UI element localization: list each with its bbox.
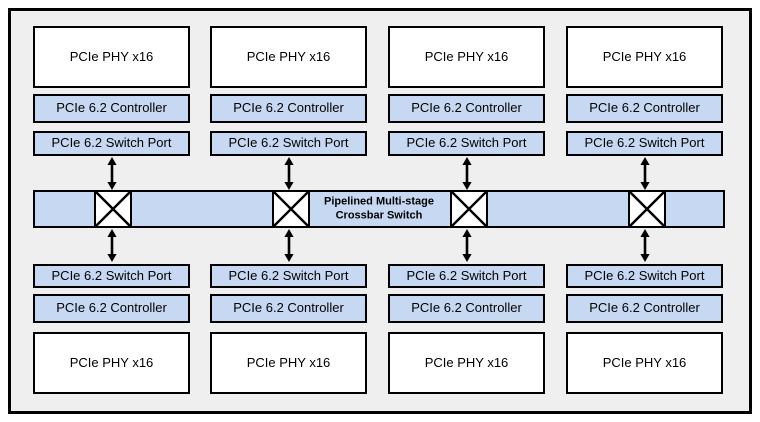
crossbar-node-icon [628, 190, 666, 228]
pcie-switch-port-box: PCIe 6.2 Switch Port [33, 131, 190, 156]
pcie-switch-port-box: PCIe 6.2 Switch Port [210, 264, 367, 288]
pcie-switch-port-box: PCIe 6.2 Switch Port [33, 264, 190, 288]
pcie-switch-port-box: PCIe 6.2 Switch Port [388, 264, 545, 288]
bidirectional-arrow-icon [107, 157, 117, 190]
pcie-controller-box: PCIe 6.2 Controller [566, 94, 723, 123]
pcie-controller-box: PCIe 6.2 Controller [210, 294, 367, 323]
bidirectional-arrow-icon [462, 157, 472, 190]
crossbar-node-icon [450, 190, 488, 228]
bidirectional-arrow-icon [640, 229, 650, 262]
pcie-phy-box: PCIe PHY x16 [566, 332, 723, 394]
bidirectional-arrow-icon [107, 229, 117, 262]
pcie-phy-box: PCIe PHY x16 [388, 332, 545, 394]
bidirectional-arrow-icon [284, 157, 294, 190]
crossbar-node-icon [94, 190, 132, 228]
pcie-phy-box: PCIe PHY x16 [566, 26, 723, 88]
bidirectional-arrow-icon [640, 157, 650, 190]
pcie-switch-port-box: PCIe 6.2 Switch Port [566, 264, 723, 288]
pcie-phy-box: PCIe PHY x16 [33, 26, 190, 88]
bidirectional-arrow-icon [284, 229, 294, 262]
pcie-controller-box: PCIe 6.2 Controller [33, 94, 190, 123]
pcie-phy-box: PCIe PHY x16 [210, 26, 367, 88]
pcie-switch-port-box: PCIe 6.2 Switch Port [566, 131, 723, 156]
pcie-controller-box: PCIe 6.2 Controller [388, 294, 545, 323]
pcie-controller-box: PCIe 6.2 Controller [210, 94, 367, 123]
crossbar-switch-bar: Pipelined Multi-stage Crossbar Switch [33, 190, 725, 228]
pcie-phy-box: PCIe PHY x16 [210, 332, 367, 394]
crossbar-node-icon [272, 190, 310, 228]
pcie-controller-box: PCIe 6.2 Controller [388, 94, 545, 123]
pcie-switch-port-box: PCIe 6.2 Switch Port [210, 131, 367, 156]
pcie-controller-box: PCIe 6.2 Controller [33, 294, 190, 323]
chip-boundary-frame: PCIe PHY x16 PCIe 6.2 Controller PCIe 6.… [8, 8, 752, 414]
pcie-phy-box: PCIe PHY x16 [33, 332, 190, 394]
bidirectional-arrow-icon [462, 229, 472, 262]
pcie-phy-box: PCIe PHY x16 [388, 26, 545, 88]
crossbar-switch-label: Pipelined Multi-stage Crossbar Switch [323, 195, 434, 221]
pcie-controller-box: PCIe 6.2 Controller [566, 294, 723, 323]
pcie-switch-port-box: PCIe 6.2 Switch Port [388, 131, 545, 156]
